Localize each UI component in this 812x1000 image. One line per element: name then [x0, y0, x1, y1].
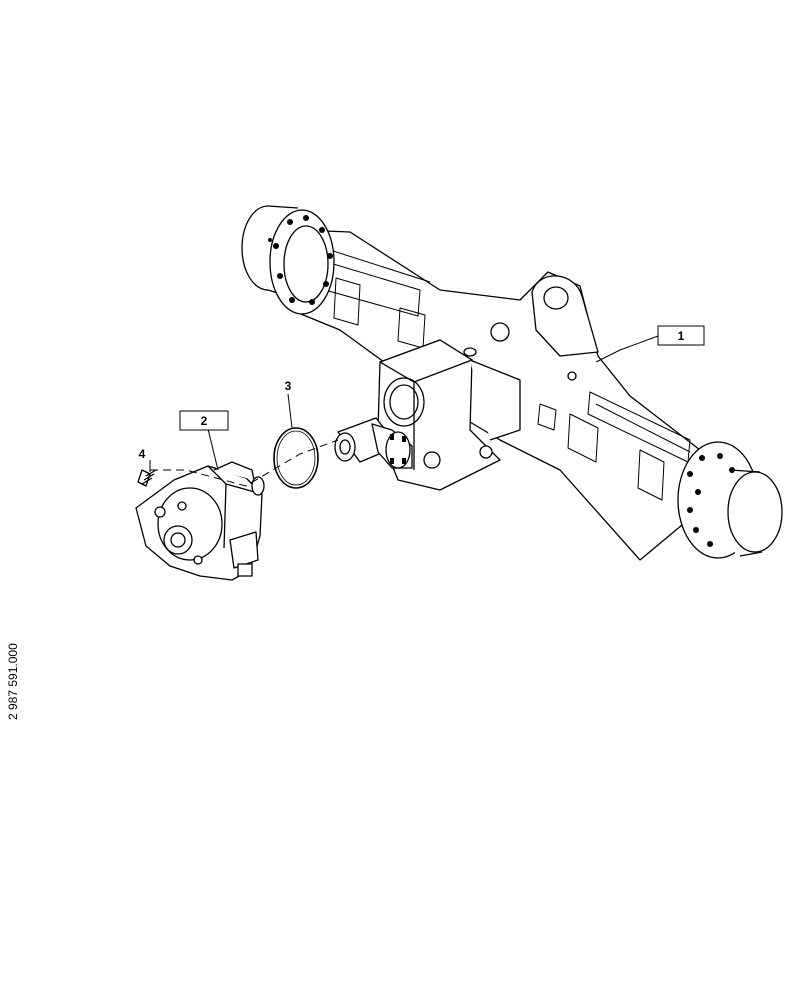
callout-2: 2	[179, 410, 229, 431]
callout-1-leader	[595, 335, 659, 363]
callout-2-label: 2	[201, 414, 208, 428]
callout-3-label: 3	[285, 379, 292, 393]
callout-2-leader	[207, 428, 219, 471]
left-wheel-hub	[241, 205, 335, 315]
right-wheel-hub	[677, 441, 783, 559]
bolt	[137, 469, 157, 487]
callout-1-label: 1	[678, 329, 685, 343]
document-number: 2 987 591.000	[6, 643, 20, 720]
hydraulic-motor	[135, 461, 265, 581]
callout-4: 4	[139, 447, 146, 461]
assembly-axis-line	[150, 439, 339, 487]
callout-3-leader	[287, 393, 293, 429]
callout-1: 1	[657, 325, 705, 346]
o-ring	[273, 427, 319, 489]
gearbox-housing	[334, 339, 521, 491]
callout-4-label: 4	[139, 447, 146, 461]
callout-3: 3	[285, 379, 292, 393]
input-coupling	[334, 417, 413, 469]
